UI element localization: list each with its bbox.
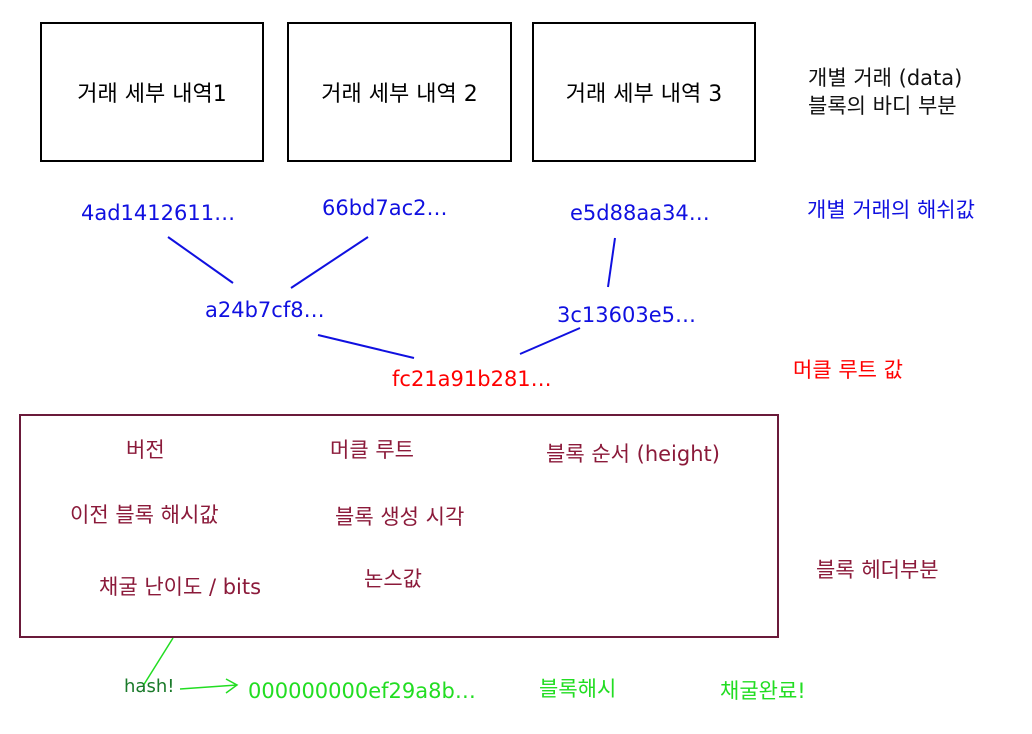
tx-hash-3: e5d88aa34…: [570, 201, 710, 225]
intermediate-hash-1: a24b7cf8…: [205, 298, 325, 322]
block-hash-label: 블록해시: [539, 677, 617, 701]
mining-complete-label: 채굴완료!: [720, 679, 806, 703]
transaction-label-2: 거래 세부 내역 2: [321, 82, 478, 107]
merkle-root-value: fc21a91b281…: [392, 367, 552, 391]
body-description-line2: 블록의 바디 부분: [808, 94, 957, 118]
transaction-label-1: 거래 세부 내역1: [77, 82, 227, 107]
intermediate-hash-2: 3c13603e5…: [557, 303, 696, 327]
edge-tx1-to-h12: [167, 236, 234, 284]
header-field-timestamp: 블록 생성 시각: [335, 505, 465, 529]
transaction-box-1: 거래 세부 내역1: [40, 22, 264, 162]
header-field-height: 블록 순서 (height): [546, 442, 720, 466]
edge-h12-to-root: [317, 334, 415, 359]
body-description-line1: 개별 거래 (data): [808, 66, 963, 90]
block-header-label: 블록 헤더부분: [816, 558, 939, 582]
transaction-label-3: 거래 세부 내역 3: [565, 82, 723, 107]
tx-hashes-label: 개별 거래의 해쉬값: [807, 198, 975, 222]
header-field-prev-hash: 이전 블록 해시값: [70, 503, 219, 527]
merkle-root-label: 머클 루트 값: [793, 358, 903, 382]
tx-hash-2: 66bd7ac2…: [322, 196, 448, 220]
block-hash-value: 000000000ef29a8b…: [248, 679, 476, 703]
header-field-difficulty: 채굴 난이도 / bits: [99, 575, 262, 599]
block-header-box: [19, 414, 779, 638]
hash-note: hash!: [124, 676, 175, 697]
edge-tx2-to-h12: [290, 236, 369, 289]
edge-h3-to-root: [519, 327, 581, 355]
transaction-box-3: 거래 세부 내역 3: [532, 22, 756, 162]
header-field-version: 버전: [126, 438, 165, 462]
hash-arrow-head: [225, 678, 239, 694]
edge-tx3-to-h3: [607, 237, 616, 288]
header-field-nonce: 논스값: [364, 567, 422, 591]
hash-arrow-shaft: [179, 684, 238, 690]
transaction-box-2: 거래 세부 내역 2: [287, 22, 512, 162]
header-field-merkle-root: 머클 루트: [330, 438, 414, 462]
tx-hash-1: 4ad1412611…: [81, 201, 236, 225]
